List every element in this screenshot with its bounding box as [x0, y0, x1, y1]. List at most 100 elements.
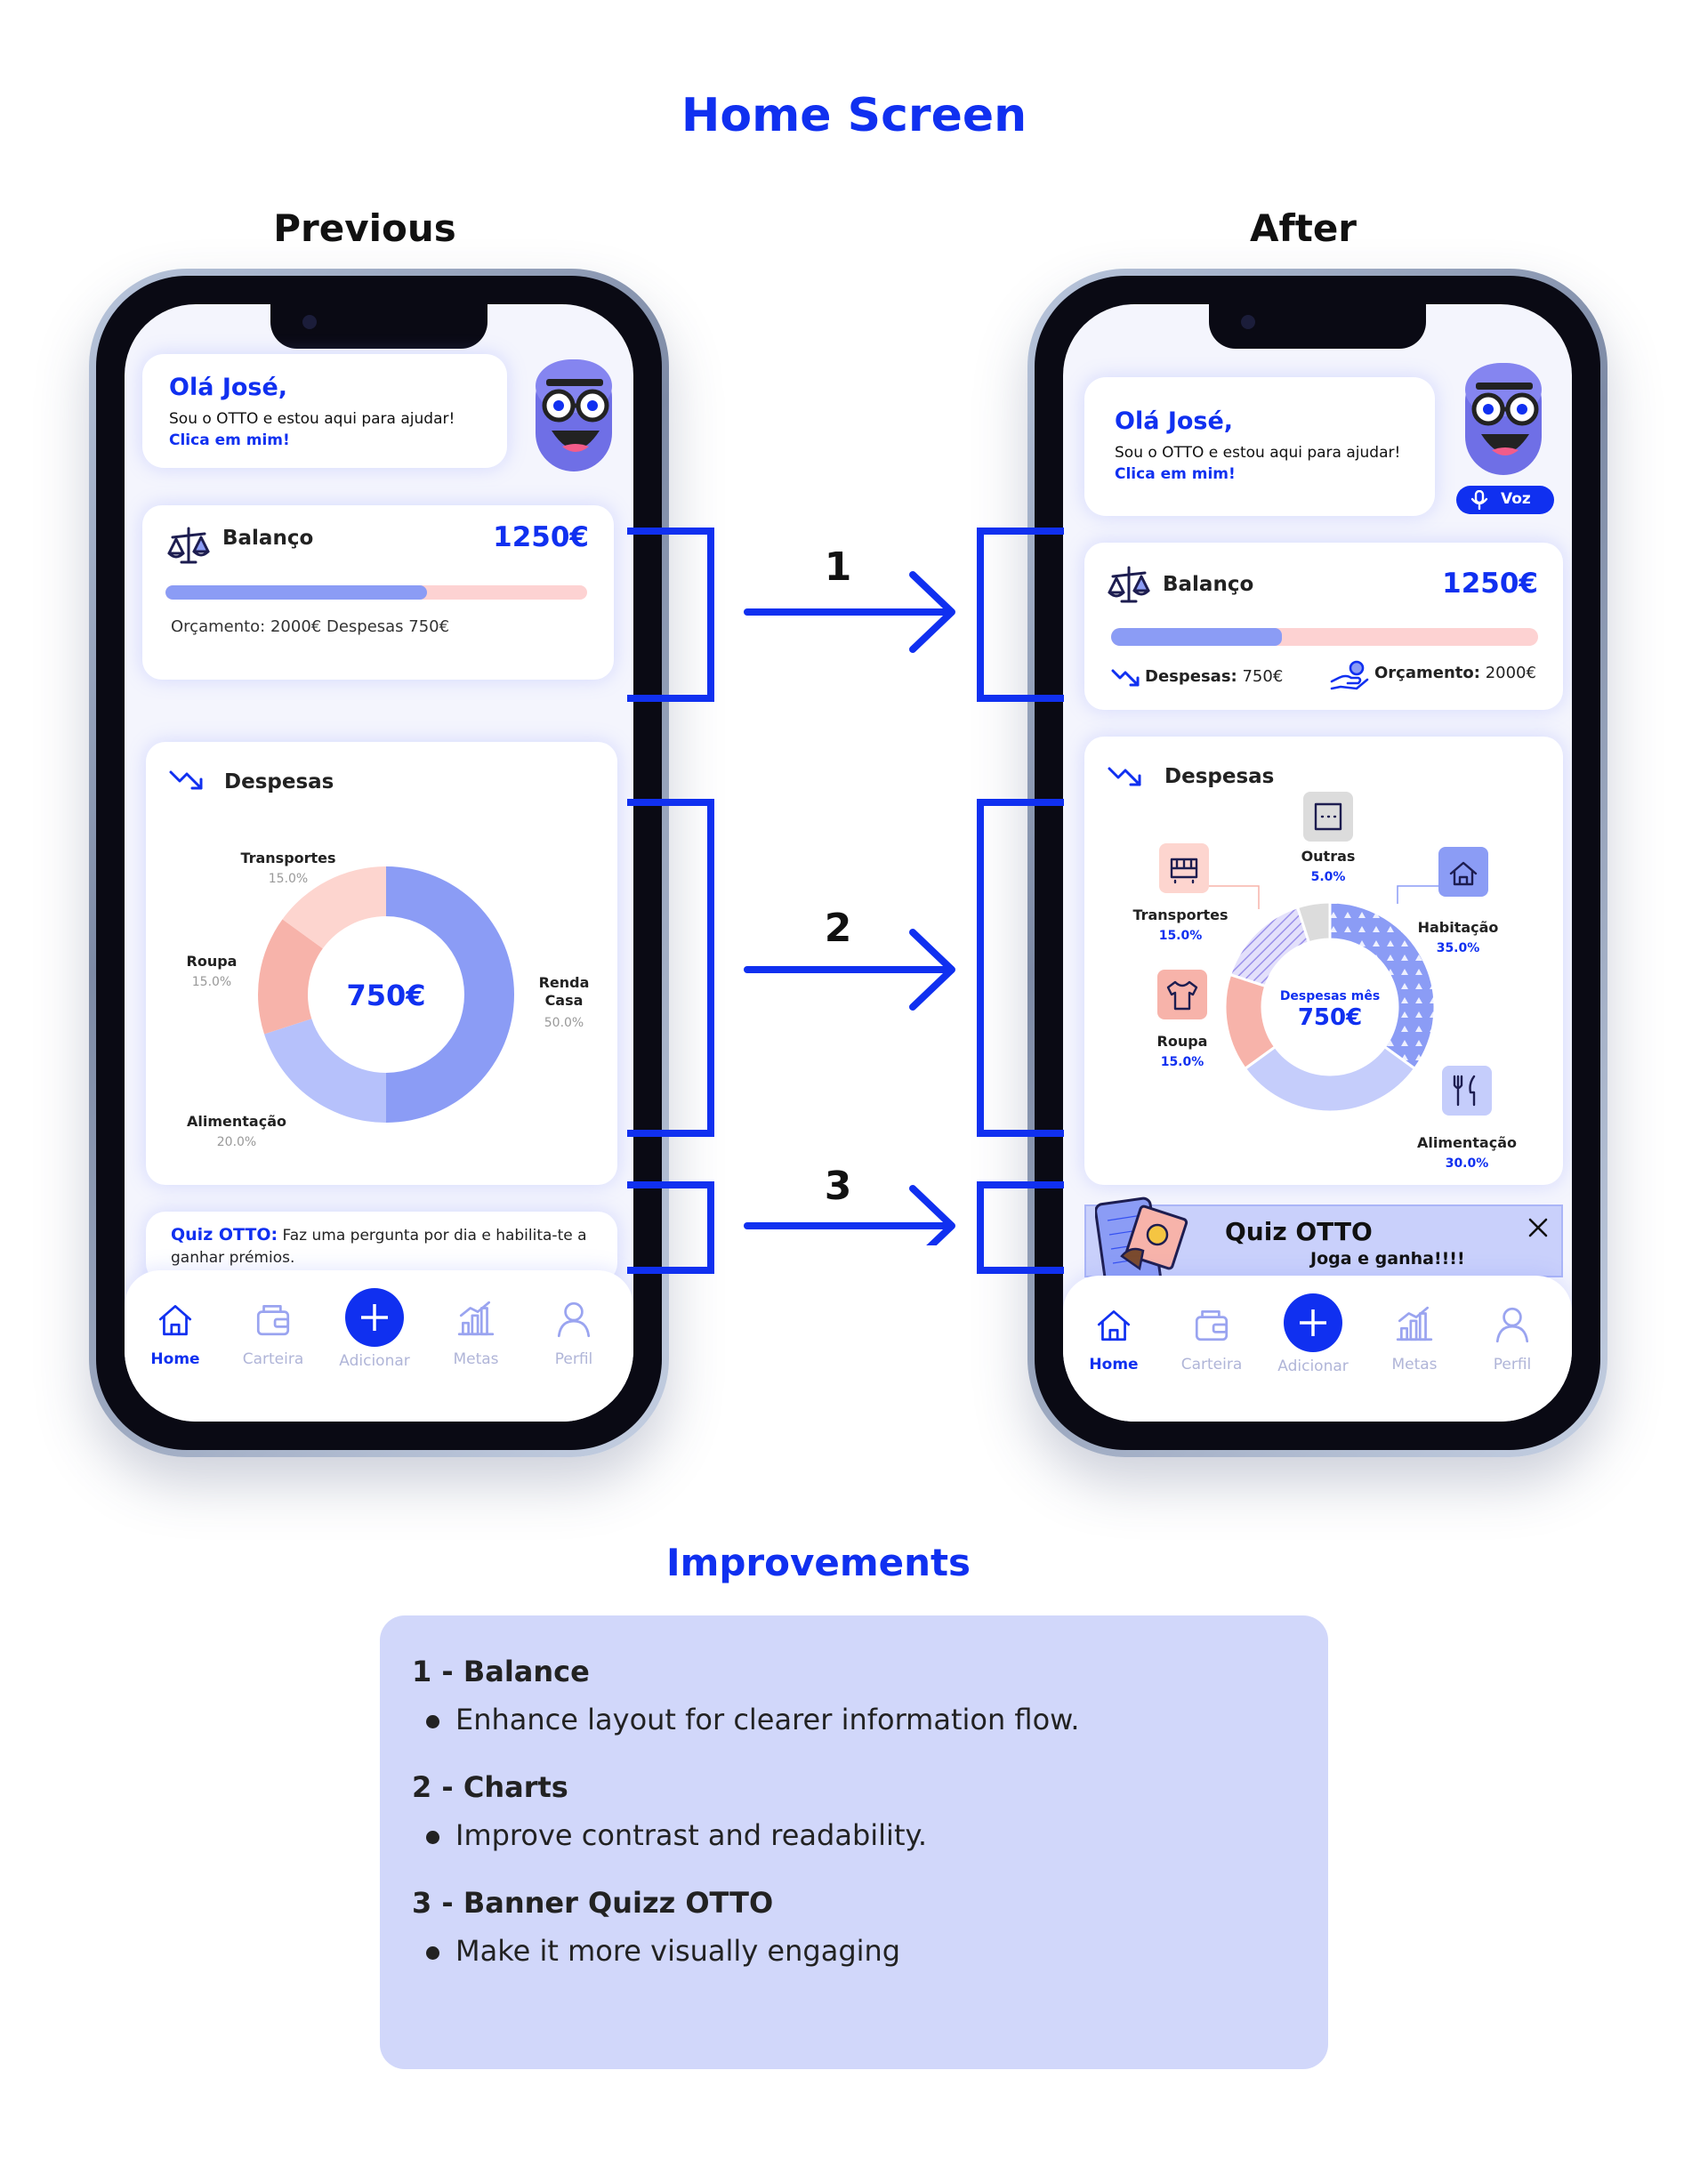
- donut-center-value: 750€: [346, 979, 425, 1012]
- nav-item-adicionar[interactable]: Adicionar: [326, 1288, 423, 1370]
- expenses-label: Despesas: [224, 770, 334, 794]
- nav-label: Home: [1089, 1356, 1139, 1374]
- previous-phone: Olá José, Sou o OTTO e estou aqui para a…: [89, 269, 669, 1457]
- nav-item-carteira[interactable]: Carteira: [224, 1299, 322, 1368]
- nav-label: Perfil: [554, 1350, 593, 1368]
- after-screen: Olá José, Sou o OTTO e estou aqui para a…: [1063, 304, 1572, 1422]
- improvement-heading: 2 - Charts: [412, 1770, 568, 1804]
- bracket-after-balance: [977, 528, 1064, 702]
- percent-label: 15.0%: [192, 975, 231, 989]
- otto-mascot-icon[interactable]: [1454, 358, 1552, 482]
- expenses-summary: Despesas: 750€: [1145, 667, 1284, 686]
- donut-slice-1: [264, 1019, 386, 1123]
- leader-line: [1397, 885, 1438, 904]
- comparison-arrows: [744, 571, 955, 1245]
- balance-amount: 1250€: [493, 521, 589, 553]
- balance-progress-fill: [1111, 628, 1282, 646]
- greeting-bubble[interactable]: Olá José, Sou o OTTO e estou aqui para a…: [142, 354, 507, 468]
- nav-label: Carteira: [1180, 1356, 1243, 1374]
- previous-heading: Previous: [273, 206, 456, 250]
- percent-label: 30.0%: [1446, 1156, 1489, 1171]
- donut-slice-3: [1228, 905, 1311, 988]
- after-phone: Olá José, Sou o OTTO e estou aqui para a…: [1027, 269, 1607, 1457]
- nav-item-home[interactable]: Home: [1065, 1304, 1163, 1374]
- bracket-previous-quiz: [627, 1181, 714, 1274]
- bus-icon: [1159, 843, 1209, 893]
- nav-item-adicionar[interactable]: Adicionar: [1264, 1293, 1362, 1375]
- nav-label: Metas: [1391, 1356, 1438, 1374]
- balance-progress-bar: [1111, 628, 1538, 646]
- improvement-bullet: Enhance layout for clearer information f…: [426, 1703, 1080, 1736]
- donut-slice-1: [1243, 1044, 1417, 1114]
- nav-item-perfil[interactable]: Perfil: [1463, 1304, 1561, 1374]
- balance-progress-fill: [165, 585, 427, 600]
- donut-slice-3: [282, 866, 386, 949]
- nav-label: Adicionar: [1277, 1357, 1349, 1375]
- bracket-previous-balance: [627, 528, 714, 702]
- close-icon[interactable]: [1527, 1217, 1549, 1238]
- leader-line: [1209, 885, 1260, 909]
- home-icon: [158, 1305, 192, 1336]
- greeting-link[interactable]: Clica em mim!: [169, 431, 290, 449]
- donut-slice-4: [1295, 900, 1332, 945]
- nav-item-metas[interactable]: Metas: [427, 1299, 525, 1368]
- category-label: Outras: [1301, 848, 1356, 865]
- money-hand-icon: [1330, 660, 1369, 690]
- category-label: Roupa: [1157, 1033, 1208, 1050]
- percent-label: 20.0%: [217, 1135, 256, 1149]
- phone-ticket-icon: [1095, 1196, 1188, 1290]
- house-icon: [1438, 847, 1488, 897]
- percent-label: 50.0%: [544, 1016, 584, 1030]
- quiz-subtitle: Joga e ganha!!!!: [1310, 1249, 1465, 1269]
- greeting-title: Olá José,: [169, 374, 288, 401]
- balance-card[interactable]: Balanço 1250€ Orçamento: 2000€ Despesas …: [142, 505, 614, 680]
- previous-screen: Olá José, Sou o OTTO e estou aqui para a…: [125, 304, 633, 1422]
- greeting-bubble[interactable]: Olá José, Sou o OTTO e estou aqui para a…: [1084, 377, 1435, 516]
- nav-item-perfil[interactable]: Perfil: [525, 1299, 623, 1368]
- scale-icon: [167, 527, 210, 564]
- quiz-title: Quiz OTTO:: [171, 1225, 278, 1245]
- category-label: Alimentação: [1417, 1134, 1517, 1151]
- trend-down-icon: [169, 770, 203, 790]
- wallet-icon: [256, 1305, 290, 1336]
- quiz-banner[interactable]: Quiz OTTO Joga e ganha!!!!: [1084, 1196, 1563, 1290]
- voice-label: Voz: [1501, 490, 1531, 508]
- nav-label: Metas: [453, 1350, 499, 1368]
- wallet-icon: [1195, 1310, 1229, 1341]
- nav-item-metas[interactable]: Metas: [1366, 1304, 1463, 1374]
- comparison-number-3: 3: [824, 1164, 852, 1209]
- nav-item-carteira[interactable]: Carteira: [1163, 1304, 1261, 1374]
- category-label: Transportes: [240, 850, 335, 866]
- category-label: Roupa: [187, 953, 238, 970]
- scale-icon: [1108, 566, 1150, 603]
- donut-slice-0: [386, 866, 514, 1123]
- user-icon: [1495, 1307, 1529, 1343]
- balance-summary: Orçamento: 2000€ Despesas 750€: [171, 617, 450, 636]
- balance-progress-bar: [165, 585, 587, 600]
- improvement-bullet: Improve contrast and readability.: [426, 1818, 927, 1852]
- nav-label: Perfil: [1493, 1356, 1532, 1374]
- nav-label: Carteira: [242, 1350, 304, 1368]
- comparison-number-2: 2: [824, 906, 852, 951]
- bracket-after-charts: [977, 799, 1064, 1137]
- percent-label: 15.0%: [269, 872, 308, 886]
- greeting-text: Sou o OTTO e estou aqui para ajudar! Cli…: [1115, 444, 1401, 483]
- otto-mascot-icon[interactable]: [525, 354, 623, 479]
- arrow-3: [744, 1185, 955, 1245]
- page-title: Home Screen: [681, 89, 1027, 142]
- balance-card[interactable]: Balanço 1250€ Despesas: 750€ Orçamento: …: [1084, 543, 1563, 710]
- improvements-title: Improvements: [665, 1541, 971, 1584]
- percent-label: 15.0%: [1161, 1055, 1204, 1069]
- voice-button[interactable]: Voz: [1456, 486, 1554, 514]
- donut-slice-2: [258, 919, 323, 1035]
- nav-item-home[interactable]: Home: [126, 1299, 224, 1368]
- cutlery-icon: [1442, 1066, 1492, 1116]
- donut-center-label: Despesas mês: [1280, 989, 1380, 1003]
- greeting-link[interactable]: Clica em mim!: [1115, 465, 1236, 483]
- more-icon: [1303, 792, 1353, 842]
- phone-notch: [1209, 304, 1426, 349]
- plus-icon: [1284, 1293, 1342, 1352]
